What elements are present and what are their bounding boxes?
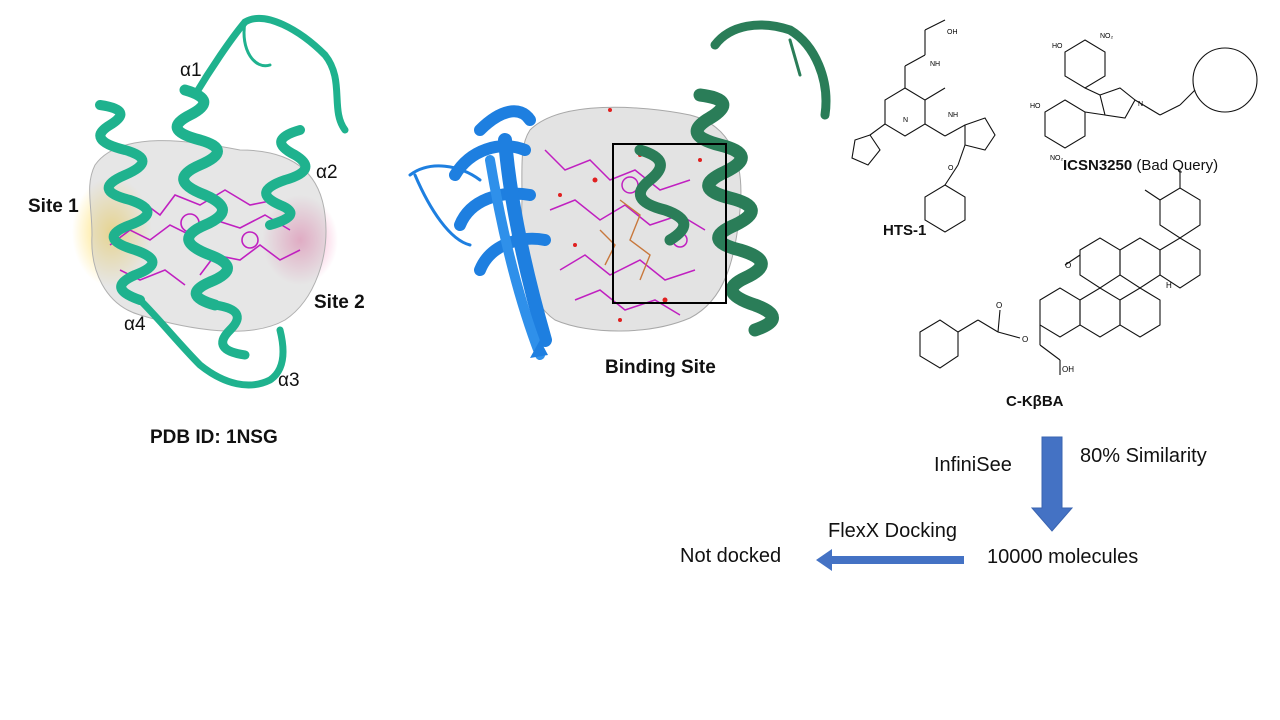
- helix-label-alpha1: α1: [180, 60, 202, 81]
- icsn3250-caption: ICSN3250 (Bad Query): [1063, 157, 1218, 174]
- atom-n-hts: N: [903, 117, 908, 124]
- atom-n-icsn: N: [1138, 101, 1143, 108]
- hts1-structure: [851, 19, 996, 233]
- not-docked-label: Not docked: [680, 545, 782, 567]
- site1-label: Site 1: [28, 196, 79, 217]
- atom-o-ester: O: [1022, 335, 1028, 344]
- icsn3250-note: (Bad Query): [1136, 157, 1219, 174]
- atom-nh-hts: NH: [930, 61, 940, 68]
- atom-ho1-icsn: HO: [1052, 43, 1063, 50]
- helix-label-alpha4: α4: [124, 314, 146, 335]
- icsn3250-name: ICSN3250: [1063, 157, 1133, 174]
- icsn3250-structure: [1044, 39, 1258, 149]
- atom-h-ckbba: H: [1166, 281, 1172, 290]
- binding-site-caption: Binding Site: [605, 357, 716, 378]
- binding-ligand-sticks: [544, 149, 706, 316]
- ckbba-caption: C-KβBA: [1006, 393, 1064, 410]
- helix-label-alpha3: α3: [278, 370, 300, 391]
- pdb-caption: PDB ID: 1NSG: [150, 427, 278, 448]
- molecule-count: 10000 molecules: [987, 546, 1139, 568]
- atom-o-carbonyl: O: [996, 301, 1002, 310]
- hts1-caption: HTS-1: [883, 222, 927, 239]
- binding-ligand-orange: [599, 199, 651, 281]
- site2-label: Site 2: [314, 292, 365, 313]
- atom-no2-1-icsn: NO₂: [1100, 33, 1114, 40]
- atom-oh-ckbba: OH: [1062, 365, 1074, 374]
- atom-o-keto: O: [1065, 261, 1071, 270]
- down-arrow: [1030, 436, 1074, 532]
- helix-ribbons: [95, 14, 349, 389]
- ckbba-structure: [919, 170, 1201, 375]
- atom-o-hts: O: [948, 165, 954, 172]
- atom-no2-2-icsn: NO₂: [1050, 155, 1064, 162]
- beta-sheets: [408, 105, 552, 360]
- binding-site-box: [612, 143, 727, 304]
- atom-nh2-hts: NH: [948, 112, 958, 119]
- similarity-label: 80% Similarity: [1080, 445, 1207, 467]
- atom-ho2-icsn: HO: [1030, 103, 1041, 110]
- atom-oh-hts: OH: [947, 29, 958, 36]
- docking-label: FlexX Docking: [828, 520, 957, 542]
- helix-label-alpha2: α2: [316, 162, 338, 183]
- infinisee-label: InfiniSee: [934, 454, 1012, 476]
- left-arrow: [816, 549, 964, 571]
- binding-helix-ribbons: [634, 20, 831, 337]
